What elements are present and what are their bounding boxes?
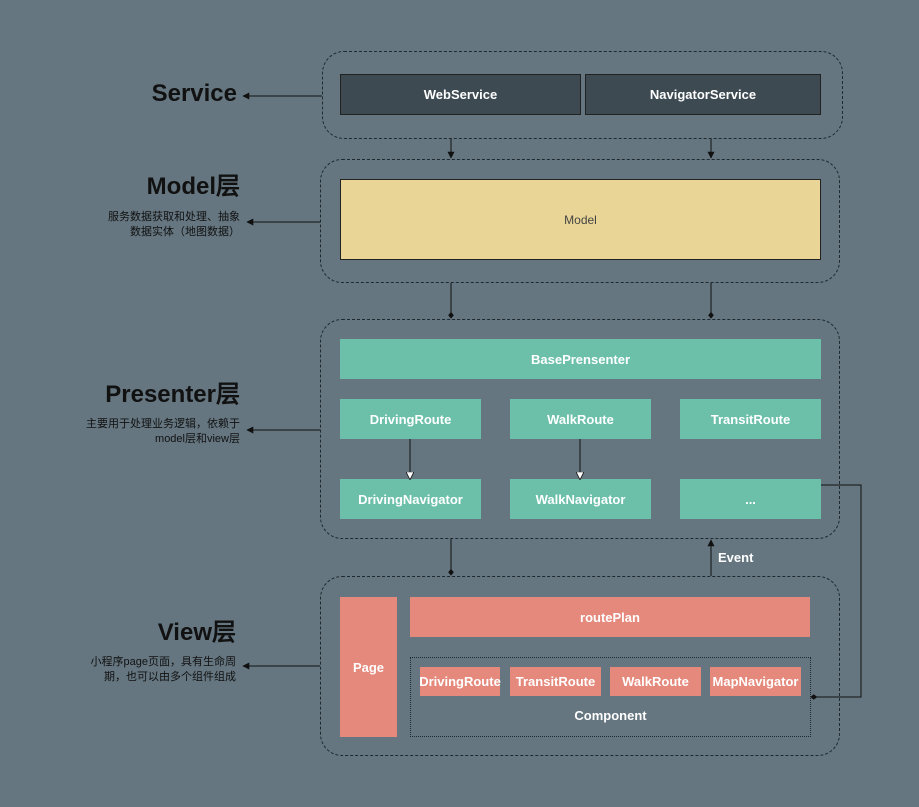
base-presenter-box[interactable]: BasePrensenter: [340, 339, 821, 379]
driving-navigator-box[interactable]: DrivingNavigator: [340, 479, 481, 519]
transit-route-presenter-box[interactable]: TransitRoute: [680, 399, 821, 439]
component-walk-route[interactable]: WalkRoute: [610, 667, 701, 696]
component-driving-route[interactable]: DrivingRoute: [419, 667, 501, 696]
service-group: [322, 51, 843, 139]
navigator-service-box[interactable]: NavigatorService: [585, 74, 821, 115]
walk-route-presenter-box[interactable]: WalkRoute: [510, 399, 651, 439]
presenter-layer-title: Presenter层: [105, 381, 240, 408]
view-layer-title: View层: [157, 619, 236, 646]
walk-navigator-box[interactable]: WalkNavigator: [510, 479, 651, 519]
model-group: [320, 159, 840, 283]
page-box[interactable]: Page: [340, 597, 397, 737]
navigator-component-link: [810, 484, 862, 700]
web-service-box[interactable]: WebService: [340, 74, 581, 115]
route-plan-box[interactable]: routePlan: [410, 597, 810, 637]
component-transit-route[interactable]: TransitRoute: [510, 667, 601, 696]
service-layer-title: Service: [151, 80, 237, 107]
view-layer-desc: 小程序page页面，具有生命周期，也可以由多个组件组成: [90, 656, 236, 683]
model-layer-title: Model层: [146, 173, 240, 200]
model-box[interactable]: Model: [340, 179, 821, 260]
model-layer-desc: 服务数据获取和处理、抽象数据实体（地图数据）: [108, 211, 240, 238]
more-navigator-box[interactable]: ...: [680, 479, 821, 519]
component-label: Component: [574, 708, 647, 723]
component-map-navigator[interactable]: MapNavigator: [710, 667, 801, 696]
presenter-group: [320, 319, 840, 539]
presenter-layer-desc: 主要用于处理业务逻辑，依赖于model层和view层: [86, 418, 240, 445]
driving-route-presenter-box[interactable]: DrivingRoute: [340, 399, 481, 439]
view-group: [320, 576, 840, 756]
event-edge-label: Event: [718, 550, 754, 565]
